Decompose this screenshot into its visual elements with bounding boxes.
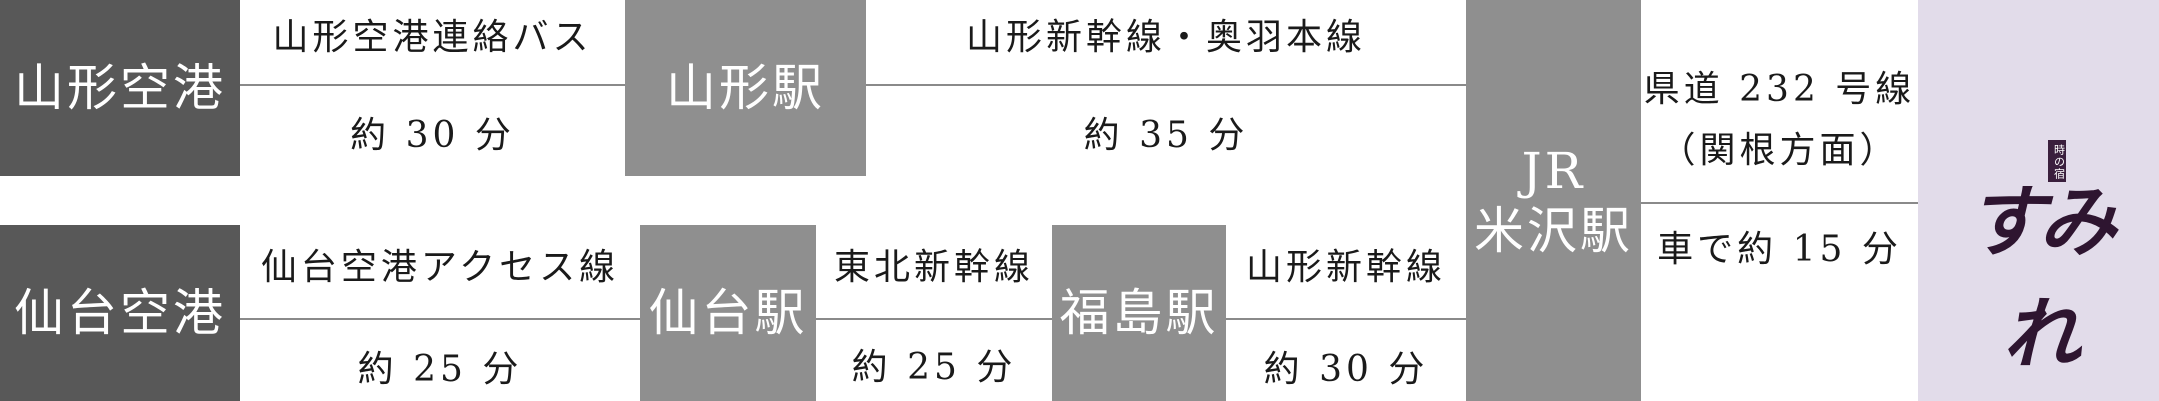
sendai-station-box: 仙台駅 xyxy=(640,225,816,401)
final-leg-line xyxy=(1641,202,1918,204)
yamagata-airport-box: 山形空港 xyxy=(0,0,240,176)
bottom-leg3-line xyxy=(1226,318,1466,320)
yonezawa-station-box: JR 米沢駅 xyxy=(1466,0,1641,401)
final-route-line1: 県道 232 号線 xyxy=(1643,69,1916,110)
top-leg2-line xyxy=(866,84,1466,86)
bottom-leg1-line xyxy=(240,318,640,320)
destination-panel: 時の宿 すみれ xyxy=(1918,0,2159,401)
bottom-leg3-transport: 山形新幹線 xyxy=(1245,247,1446,288)
logo-badge: 時の宿 xyxy=(2047,139,2066,182)
hub-line1: JR xyxy=(1521,141,1586,200)
top-leg2-duration: 約 35 分 xyxy=(1083,115,1249,156)
final-route-line2: （関根方面） xyxy=(1659,130,1900,171)
final-leg-duration: 車で約 15 分 xyxy=(1657,229,1902,270)
bottom-leg2-line xyxy=(816,318,1052,320)
destination-logo: 時の宿 すみれ xyxy=(1939,136,2139,380)
fukushima-station-box: 福島駅 xyxy=(1052,225,1226,401)
bottom-leg3-duration: 約 30 分 xyxy=(1263,349,1429,390)
top-leg2-transport: 山形新幹線・奥羽本線 xyxy=(965,17,1366,58)
bottom-leg1-transport: 仙台空港アクセス線 xyxy=(260,247,620,288)
bottom-leg2-duration: 約 25 分 xyxy=(851,347,1017,388)
top-leg1-transport: 山形空港連絡バス xyxy=(272,17,593,58)
sendai-airport-box: 仙台空港 xyxy=(0,225,240,401)
hub-line2: 米沢駅 xyxy=(1474,201,1633,260)
yamagata-station-box: 山形駅 xyxy=(625,0,866,176)
bottom-leg1-duration: 約 25 分 xyxy=(357,349,523,390)
bottom-leg2-transport: 東北新幹線 xyxy=(833,247,1034,288)
logo-text: すみれ xyxy=(1966,176,2116,380)
top-leg1-line xyxy=(240,84,625,86)
top-leg1-duration: 約 30 分 xyxy=(350,115,515,156)
